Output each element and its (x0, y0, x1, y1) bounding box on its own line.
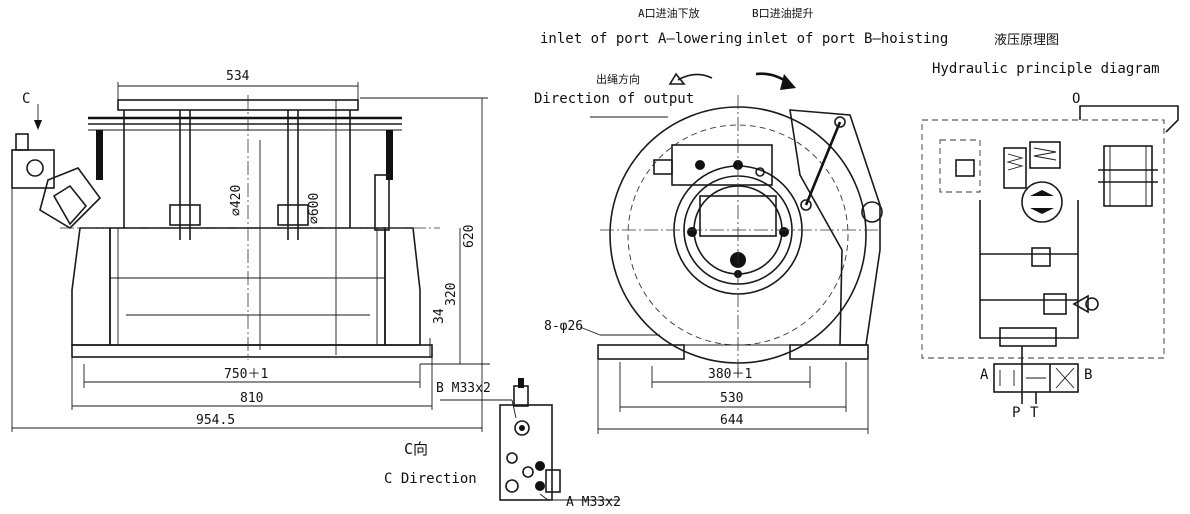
c-direction-marker: C (22, 91, 31, 107)
dim-overall-front: 954.5 (196, 413, 236, 428)
c-view-title-cn: C向 (404, 440, 429, 458)
dim-bolt-span-front: 750＋1 (224, 367, 269, 382)
hydraulic-diagram (921, 105, 1179, 404)
dim-height: 620 (462, 224, 477, 248)
dim-base-thickness: 34 (432, 308, 447, 324)
hydraulic-title-cn: 液压原理图 (994, 33, 1060, 48)
front-view (11, 82, 490, 432)
hydraulic-port-b: B (1084, 367, 1093, 383)
c-view (440, 378, 620, 501)
inlet-b-en: inlet of port B—hoisting (746, 31, 949, 47)
dim-base-inner-side: 530 (720, 391, 744, 406)
dim-bolt-span-side: 380＋1 (708, 367, 753, 382)
port-b-spec: B M33x2 (436, 381, 491, 396)
hydraulic-title-en: Hydraulic principle diagram (932, 61, 1160, 77)
hydraulic-port-a: A (980, 367, 989, 383)
inlet-b-cn: B口进油提升 (752, 7, 814, 20)
dim-flange-dia: ⌀600 (307, 192, 322, 224)
dim-top-width: 534 (226, 69, 250, 84)
dim-base-width-side: 644 (720, 413, 744, 428)
side-view (579, 72, 883, 434)
hydraulic-port-p: P (1012, 405, 1021, 421)
dim-base-width-front: 810 (240, 391, 264, 406)
hydraulic-port-t: T (1030, 405, 1039, 421)
dim-drum-dia: ⌀420 (229, 184, 244, 216)
hydraulic-port-o: O (1072, 91, 1081, 107)
inlet-a-en: inlet of port A—lowering (540, 31, 743, 47)
dim-hole-spec: 8-φ26 (544, 319, 584, 334)
port-a-spec: A M33x2 (566, 495, 621, 510)
output-direction-en: Direction of output (534, 91, 695, 107)
c-view-title-en: C Direction (384, 471, 477, 487)
dim-center-height: 320 (444, 282, 459, 306)
inlet-a-cn: A口进油下放 (638, 7, 700, 20)
output-direction-cn: 出绳方向 (596, 73, 640, 86)
